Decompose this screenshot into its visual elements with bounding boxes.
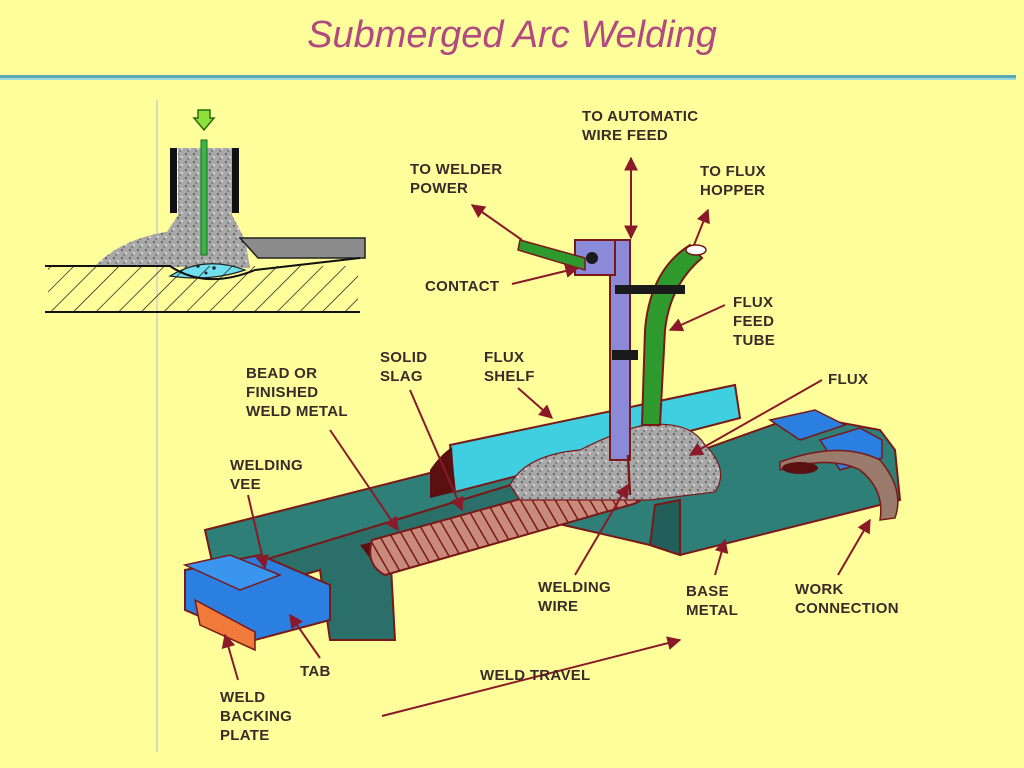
label-solid-slag: SOLID SLAG: [380, 349, 428, 385]
welding-wire: [626, 454, 632, 496]
welder-power-cable: [517, 239, 586, 272]
label-flux-feed-tube: FLUX FEED TUBE: [733, 294, 776, 349]
label-work-connection: WORK CONNECTION: [795, 581, 899, 617]
label-tab: TAB: [300, 663, 331, 680]
label-to-automatic-wire-feed: TO AUTOMATIC WIRE FEED: [582, 108, 699, 144]
title-divider: [0, 75, 1016, 80]
cross-section-inset: [45, 109, 366, 313]
label-flux-shelf: FLUX SHELF: [484, 349, 535, 385]
leader-arrows: [221, 156, 871, 717]
label-to-flux-hopper: TO FLUX HOPPER: [700, 163, 766, 199]
label-bead-or-finished-weld-metal: BEAD OR FINISHED WELD METAL: [246, 365, 348, 420]
weld-backing-plate: [193, 598, 256, 652]
hopper-wall-left: [170, 148, 177, 213]
label-contact: CONTACT: [425, 278, 500, 295]
label-welding-wire: WELDING WIRE: [538, 579, 611, 615]
feed-direction-icon: [192, 109, 216, 132]
label-to-welder-power: TO WELDER POWER: [410, 161, 503, 197]
label-base-metal: BASE METAL: [686, 583, 739, 619]
label-welding-vee: WELDING VEE: [230, 457, 303, 493]
label-weld-backing-plate: WELD BACKING PLATE: [220, 689, 293, 744]
hopper-wall-right: [232, 148, 239, 213]
page-title: Submerged Arc Welding: [307, 14, 717, 56]
label-flux: FLUX: [828, 371, 869, 388]
work-connection-cable: [779, 449, 899, 521]
label-weld-travel: WELD TRAVEL: [480, 667, 591, 684]
